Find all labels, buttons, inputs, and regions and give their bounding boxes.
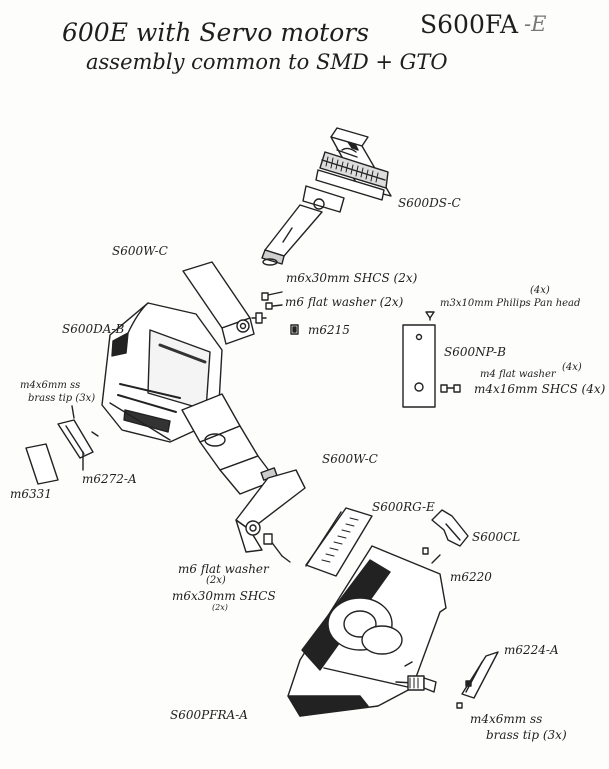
dovetail-saddle-part bbox=[261, 127, 392, 266]
label-m6215: m6215 bbox=[308, 323, 350, 337]
label-m6224-a: m6224-A bbox=[504, 643, 559, 657]
label-s600ds-c: S600DS-C bbox=[398, 196, 461, 210]
label-m6272-a: m6272-A bbox=[82, 472, 137, 486]
label-s600w-c-middle: S600W-C bbox=[322, 452, 378, 466]
label-m6-flat-washer-top: m6 flat washer (2x) bbox=[285, 295, 404, 309]
label-m6-flat-washer-low-line2: (2x) bbox=[206, 575, 226, 586]
label-m6x30-low-line2: (2x) bbox=[212, 603, 228, 612]
name-plate-part bbox=[402, 311, 461, 408]
label-m4x6-left-line1: m4x6mm ss bbox=[20, 380, 81, 391]
drawing-title-line1: 600E with Servo motors bbox=[62, 18, 370, 47]
worm-block-top-part bbox=[182, 261, 299, 345]
label-m4x6-left-line2: brass tip (3x) bbox=[28, 393, 96, 404]
label-s600pfra-a: S600PFRA-A bbox=[170, 708, 248, 722]
polar-fork-base-part bbox=[287, 545, 447, 717]
label-m6x30-low-line1: m6x30mm SHCS bbox=[172, 589, 276, 603]
brass-tip-parts-right bbox=[456, 651, 499, 709]
clutch-lever-part bbox=[422, 509, 469, 564]
drawing-code-suffix: -E bbox=[524, 12, 547, 36]
label-m4-flat-washer: m4 flat washer bbox=[480, 369, 556, 380]
brass-tip-parts-left bbox=[25, 405, 99, 485]
label-s600np-b: S600NP-B bbox=[444, 345, 506, 359]
label-m6x30-top: m6x30mm SHCS (2x) bbox=[286, 271, 418, 285]
label-m6220: m6220 bbox=[450, 570, 492, 584]
label-m3x10: m3x10mm Philips Pan head bbox=[440, 298, 581, 309]
ring-gear-part bbox=[305, 507, 373, 577]
label-s600rg-e: S600RG-E bbox=[372, 500, 435, 514]
label-m6331: m6331 bbox=[10, 487, 52, 501]
label-m4-flat-washer-qty: (4x) bbox=[562, 362, 582, 373]
label-m4x6-low-line1: m4x6mm ss bbox=[470, 712, 543, 726]
label-s600w-c-top: S600W-C bbox=[112, 244, 168, 258]
label-m6-flat-washer-low-line1: m6 flat washer bbox=[178, 562, 269, 576]
label-m4x6-low-line2: brass tip (3x) bbox=[486, 728, 567, 742]
label-m4x16: m4x16mm SHCS (4x) bbox=[474, 382, 606, 396]
drawing-code-main: S600FA bbox=[420, 10, 519, 39]
drive-assembly-part bbox=[101, 302, 278, 495]
worm-block-middle-part bbox=[235, 469, 306, 563]
drawing-title-line2: assembly common to SMD + GTO bbox=[86, 50, 448, 74]
label-s600da-b: S600DA-B bbox=[62, 322, 125, 336]
label-s600cl: S600CL bbox=[472, 530, 521, 544]
label-m3x10-qty: (4x) bbox=[530, 285, 550, 296]
